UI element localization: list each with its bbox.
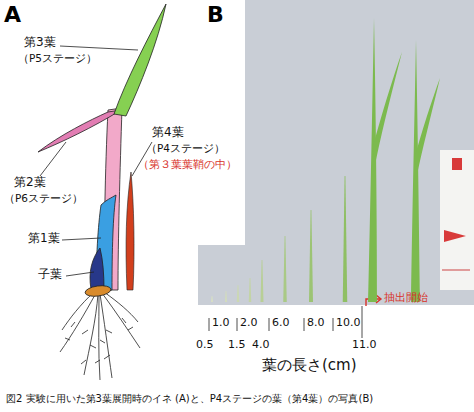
photo-leaves (211, 18, 440, 302)
scale-number: 6.0 (272, 317, 290, 330)
roots (60, 292, 140, 380)
tick (237, 318, 238, 331)
tick (362, 306, 363, 338)
photo-background (198, 0, 474, 305)
scale-number: 2.0 (240, 317, 258, 330)
scale-number: 8.0 (307, 317, 325, 330)
ruler-mark (444, 230, 466, 242)
part-name: 第3葉 (24, 36, 56, 50)
figure-caption: 図2 実験に用いた第3葉展開時のイネ (A)と、P4ステージの葉（第4葉）の写真… (6, 393, 373, 405)
axis-label: 葉の長さ(cm) (262, 357, 357, 374)
tick (209, 318, 210, 331)
ruler-mark (452, 158, 462, 170)
part-name: 子葉 (38, 268, 62, 282)
ruler-mark (442, 270, 470, 271)
part-name: 第1葉 (28, 232, 60, 246)
leaf-sample (261, 260, 264, 302)
scale-number: 1.5 (228, 339, 246, 352)
leader-line (40, 142, 66, 176)
scale-number: 11.0 (352, 339, 377, 352)
root (60, 293, 96, 352)
stage-note: （P4ステージ） (146, 142, 225, 154)
leaf-sample (211, 296, 213, 302)
root (99, 295, 100, 380)
third-leaf-blade (114, 4, 166, 116)
tick (304, 318, 305, 331)
annotation: 抽出開始 (384, 292, 428, 305)
scale-number: 10.0 (336, 317, 361, 330)
ruler (440, 150, 474, 290)
leaf-sample (283, 236, 287, 302)
leaf-sample (309, 210, 313, 302)
scale-number: 0.5 (196, 339, 214, 352)
seed (84, 284, 111, 298)
root (102, 293, 140, 348)
stage-note: （P6ステージ） (4, 192, 83, 204)
root (100, 294, 112, 378)
scale-ticks (209, 306, 362, 338)
leaf-sample (225, 291, 227, 302)
coleoptile (90, 248, 104, 289)
leaf-sample (411, 40, 420, 302)
fourth-leaf (126, 172, 134, 290)
part-name: 第4葉 (152, 126, 184, 140)
stage-note: （P5ステージ） (18, 52, 97, 64)
leaf-sample (343, 176, 348, 302)
leader-line (62, 238, 101, 240)
second-leaf-blade (38, 110, 121, 152)
leaf-sample (372, 52, 402, 160)
scale-number: 4.0 (252, 339, 270, 352)
leaf-sample (237, 285, 240, 302)
root (62, 292, 94, 330)
leaf-sample (249, 278, 252, 302)
scale-number: 1.0 (212, 317, 230, 330)
root (104, 292, 138, 322)
panel-letter: A (4, 2, 21, 27)
leaf-sample (414, 78, 440, 170)
panel-letter: B (207, 2, 224, 27)
leader-line (60, 46, 138, 50)
leaf-sample (368, 18, 377, 302)
tick (333, 318, 334, 331)
leader-line (66, 272, 94, 276)
root-hairs (65, 318, 133, 364)
tick (269, 318, 270, 331)
part-name: 第2葉 (14, 176, 46, 190)
location-note: （第３葉葉鞘の中） (138, 158, 237, 170)
